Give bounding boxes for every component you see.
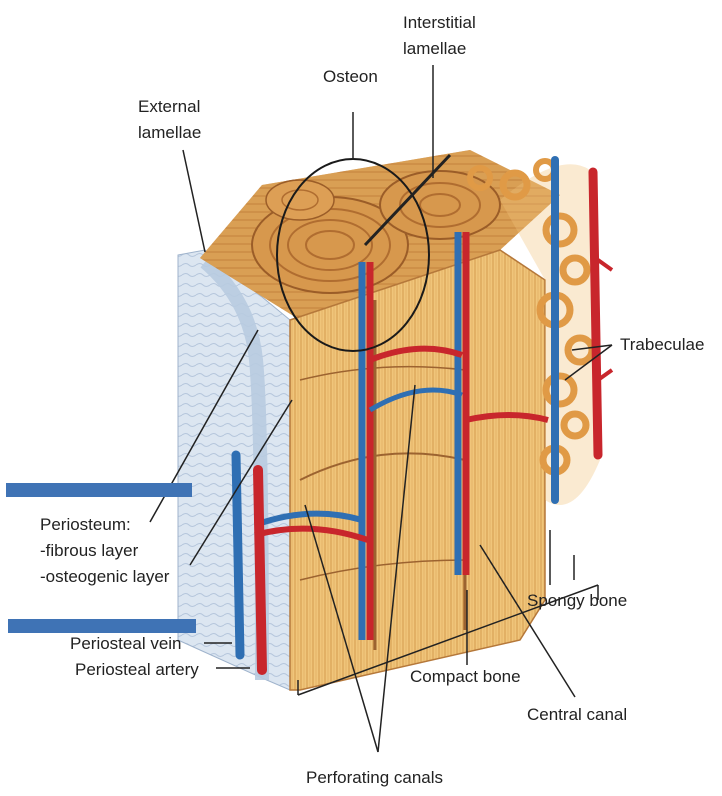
label-interstitial-line1: Interstitial <box>403 12 476 33</box>
label-perforating-canals: Perforating canals <box>306 767 443 788</box>
label-external-line2: lamellae <box>138 122 201 143</box>
label-fibrous-layer: -fibrous layer <box>40 540 138 561</box>
label-interstitial-line2: lamellae <box>403 38 466 59</box>
blue-marker-bar-upper <box>6 483 192 497</box>
label-osteon: Osteon <box>323 66 378 87</box>
label-trabeculae: Trabeculae <box>620 334 704 355</box>
label-periosteal-artery: Periosteal artery <box>75 659 199 680</box>
label-central-canal: Central canal <box>527 704 627 725</box>
label-osteogenic-layer: -osteogenic layer <box>40 566 169 587</box>
label-spongy-bone: Spongy bone <box>527 590 627 611</box>
compact-bone-face <box>290 250 545 690</box>
label-periosteal-vein: Periosteal vein <box>70 633 182 654</box>
blue-marker-bar-lower <box>8 619 196 633</box>
label-compact-bone: Compact bone <box>410 666 521 687</box>
label-periosteum: Periosteum: <box>40 514 131 535</box>
label-external-line1: External <box>138 96 200 117</box>
